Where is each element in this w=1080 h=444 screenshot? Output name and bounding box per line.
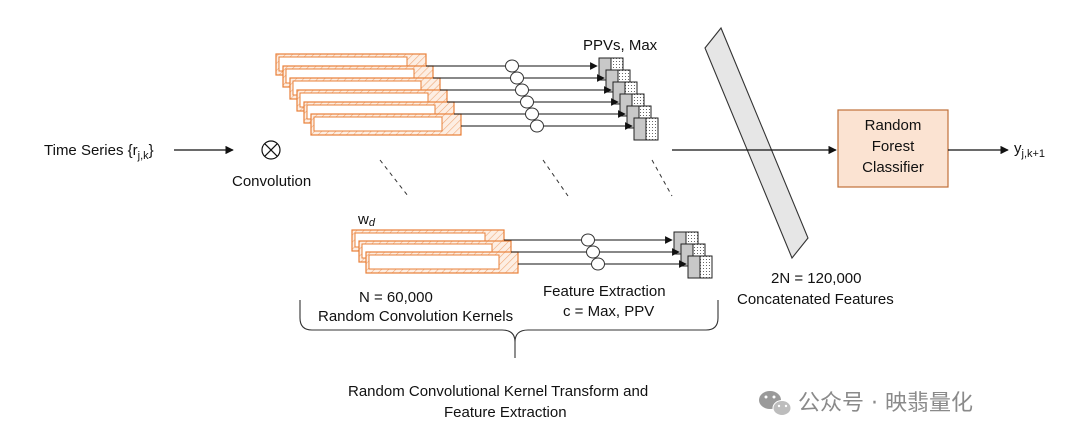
transform-brace <box>299 300 719 358</box>
pooling-node <box>510 71 524 85</box>
convolution-label: Convolution <box>232 173 311 190</box>
c-equation-label: c = Max, PPV <box>563 303 654 320</box>
time-series-label: Time Series {rj,k} <box>44 142 154 162</box>
n-count-label: N = 60,000 <box>359 289 433 306</box>
convolution-operator-icon <box>261 140 281 160</box>
pooling-node <box>530 119 544 133</box>
wd-label: wd <box>357 211 376 229</box>
upper-kernel-stack <box>275 53 659 141</box>
rf-label-line3: Classifier <box>862 159 924 176</box>
pooling-node <box>591 257 605 271</box>
concatenated-features-label: Concatenated Features <box>737 291 894 308</box>
two-n-label: 2N = 120,000 <box>771 270 862 287</box>
lower-kernel-stack <box>351 229 713 279</box>
feature-extraction-label: Feature Extraction <box>543 283 666 300</box>
dashed-connector <box>379 159 409 197</box>
dashed-connector <box>542 159 569 197</box>
pooling-node <box>520 95 534 109</box>
watermark-text: 公众号 · 映翡量化 <box>798 391 973 416</box>
concatenation-plane <box>704 26 809 260</box>
random-forest-box <box>837 109 949 188</box>
output-label: yj,k+1 <box>1014 140 1045 160</box>
feature-box-ppv <box>699 255 713 279</box>
transform-label-line2: Feature Extraction <box>444 404 567 421</box>
pooling-node <box>581 233 595 247</box>
ppvs-max-label: PPVs, Max <box>583 37 658 54</box>
pooling-node <box>505 59 519 73</box>
kernel-inner-rect <box>368 254 500 270</box>
feature-box-max <box>633 117 647 141</box>
pooling-node <box>586 245 600 259</box>
rf-label-line1: Random <box>865 117 922 134</box>
rf-label-line2: Forest <box>872 138 915 155</box>
kernels-label: Random Convolution Kernels <box>318 308 513 325</box>
kernel-inner-rect <box>313 116 443 132</box>
feature-box-ppv <box>645 117 659 141</box>
wechat-icon <box>759 391 792 416</box>
feature-box-max <box>687 255 701 279</box>
transform-label-line1: Random Convolutional Kernel Transform an… <box>348 383 648 400</box>
pooling-node <box>515 83 529 97</box>
pooling-node <box>525 107 539 121</box>
dashed-connector <box>651 159 673 197</box>
